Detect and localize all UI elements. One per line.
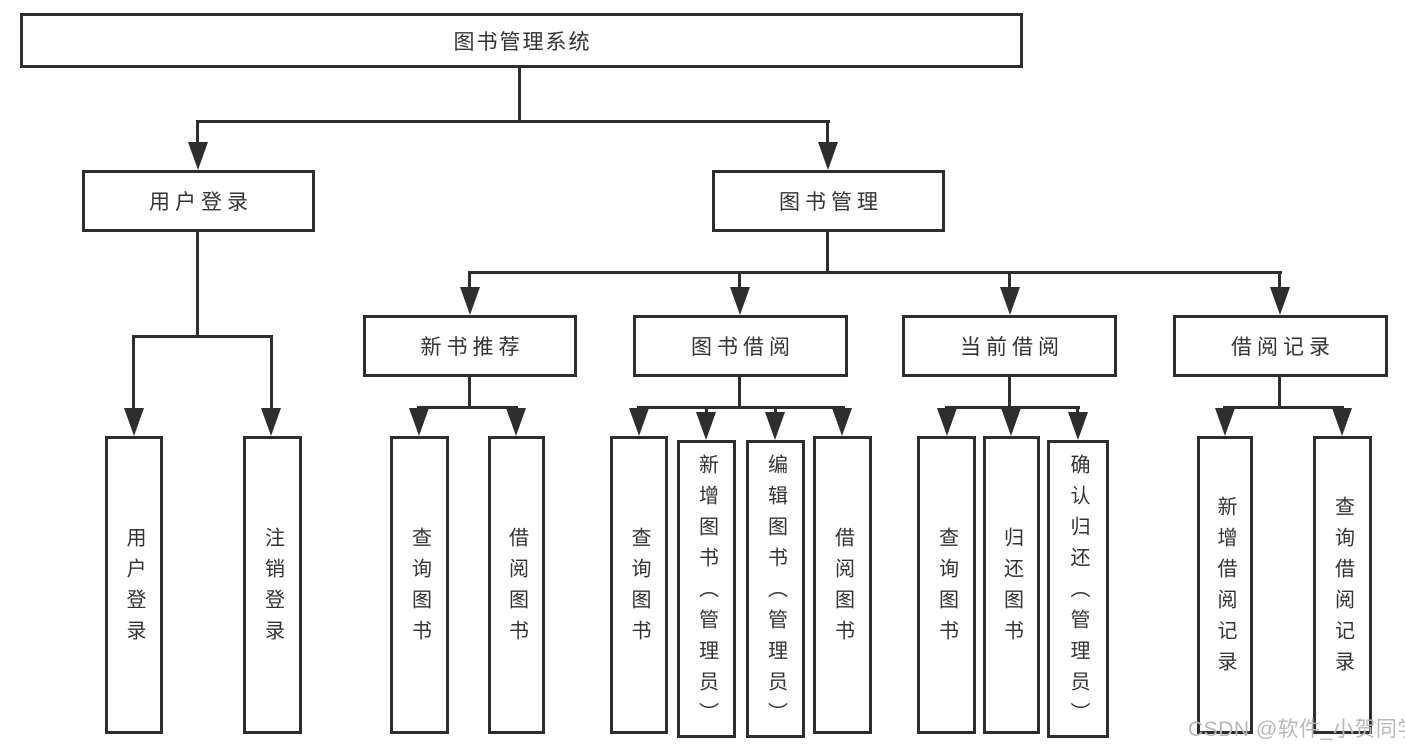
arrow-down-icon [506, 408, 526, 436]
connector-line [637, 406, 845, 409]
arrow-down-icon [1000, 287, 1020, 315]
connector-line [196, 232, 199, 338]
leaf-query-books-current: 查询图书 [917, 436, 976, 734]
leaf-borrow-books-recommend: 借阅图书 [488, 436, 545, 734]
connector-line [1008, 271, 1011, 293]
connector-line [417, 406, 518, 409]
leaf-confirm-return-admin: 确认归还（管理员） [1047, 440, 1109, 738]
connector-line [196, 120, 830, 123]
connector-line [196, 120, 199, 146]
node-current-borrow: 当前借阅 [902, 315, 1117, 377]
arrow-down-icon [765, 412, 785, 440]
arrow-down-icon [1215, 408, 1235, 436]
leaf-logout: 注销登录 [243, 436, 302, 734]
connector-line [270, 335, 273, 413]
connector-line [468, 271, 471, 293]
node-new-book-recommend: 新书推荐 [363, 315, 577, 377]
leaf-query-books-borrow: 查询图书 [610, 436, 668, 734]
arrow-down-icon [629, 408, 649, 436]
connector-line [518, 68, 521, 122]
connector-line [738, 377, 741, 408]
connector-line [826, 232, 829, 274]
connector-line [468, 377, 471, 408]
connector-line [1223, 406, 1343, 409]
arrow-down-icon [188, 142, 208, 170]
leaf-edit-book-admin: 编辑图书（管理员） [746, 440, 805, 738]
arrow-down-icon [730, 287, 750, 315]
arrow-down-icon [460, 287, 480, 315]
leaf-borrow-books: 借阅图书 [813, 436, 872, 734]
connector-line [132, 335, 135, 413]
arrow-down-icon [937, 408, 957, 436]
arrow-down-icon [832, 408, 852, 436]
connector-line [132, 335, 273, 338]
node-book-borrow: 图书借阅 [633, 315, 848, 377]
node-user-login: 用户登录 [82, 170, 315, 232]
csdn-watermark: CSDN @软件_小贺同学 [1188, 718, 1405, 741]
connector-line [1278, 377, 1281, 408]
arrow-down-icon [261, 408, 281, 436]
leaf-query-borrow-record: 查询借阅记录 [1313, 436, 1372, 734]
connector-line [826, 120, 829, 146]
leaf-query-books-recommend: 查询图书 [390, 436, 449, 734]
arrow-down-icon [696, 412, 716, 440]
arrow-down-icon [818, 142, 838, 170]
leaf-add-book-admin: 新增图书（管理员） [677, 440, 736, 738]
connector-line [1278, 271, 1281, 293]
connector-line [468, 271, 1282, 274]
connector-line [738, 271, 741, 293]
arrow-down-icon [1332, 408, 1352, 436]
node-library-management-system: 图书管理系统 [20, 13, 1023, 68]
arrow-down-icon [409, 408, 429, 436]
arrow-down-icon [1001, 408, 1021, 436]
node-book-management: 图书管理 [712, 170, 945, 232]
arrow-down-icon [124, 408, 144, 436]
arrow-down-icon [1068, 412, 1088, 440]
leaf-return-book: 归还图书 [983, 436, 1040, 734]
node-borrow-records: 借阅记录 [1173, 315, 1388, 377]
leaf-user-login: 用户登录 [105, 436, 163, 734]
connector-line [1008, 377, 1011, 408]
leaf-add-borrow-record: 新增借阅记录 [1197, 436, 1253, 734]
arrow-down-icon [1270, 287, 1290, 315]
